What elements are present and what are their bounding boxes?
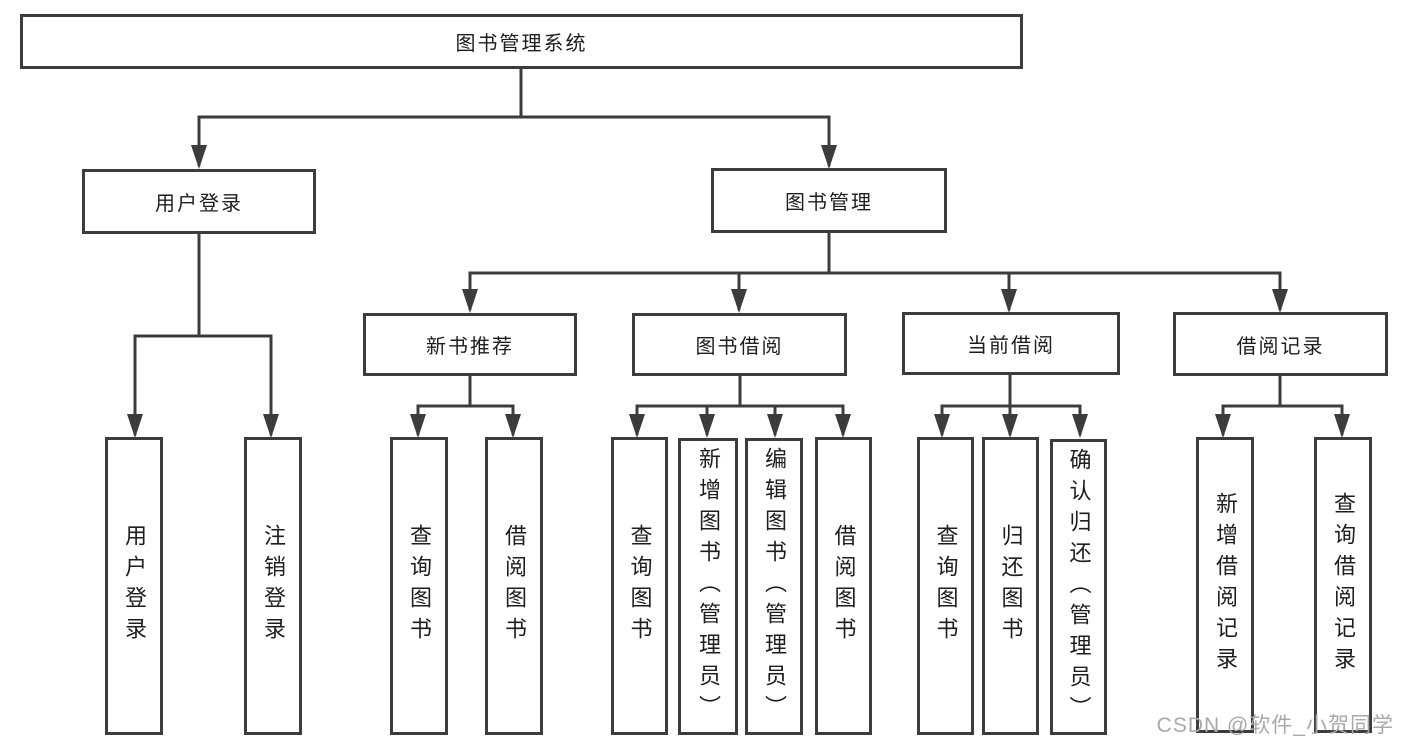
leaf-edit-books-admin: 编辑图书（管理员） (745, 438, 803, 735)
leaf-borrow-books-recommend: 借阅图书 (485, 437, 543, 735)
leaf-borrow-books-borrowing-label: 借阅图书 (831, 524, 857, 648)
leaf-logout-label: 注销登录 (261, 524, 286, 648)
leaf-add-books-admin: 新增图书（管理员） (678, 438, 738, 735)
leaf-confirm-return-admin: 确认归还（管理员） (1050, 439, 1107, 735)
node-user-login: 用户登录 (82, 169, 316, 234)
node-current-borrowing: 当前借阅 (902, 312, 1120, 375)
node-borrowing-records: 借阅记录 (1173, 312, 1388, 376)
leaf-add-borrow-record-label: 新增借阅记录 (1213, 492, 1238, 678)
csdn-watermark: CSDN @软件_小贺同学 (1156, 714, 1394, 737)
leaf-borrow-books-borrowing: 借阅图书 (815, 437, 872, 735)
leaf-query-books-current: 查询图书 (917, 437, 974, 735)
leaf-logout: 注销登录 (244, 437, 302, 735)
leaf-return-books: 归还图书 (982, 437, 1039, 735)
leaf-query-borrow-record-label: 查询借阅记录 (1331, 492, 1356, 678)
leaf-add-borrow-record: 新增借阅记录 (1196, 437, 1254, 733)
leaf-edit-books-admin-label: 编辑图书（管理员） (762, 447, 787, 726)
node-library-management-system: 图书管理系统 (20, 14, 1023, 69)
leaf-user-login: 用户登录 (105, 437, 163, 735)
leaf-confirm-return-admin-label: 确认归还（管理员） (1066, 447, 1092, 727)
leaf-query-borrow-record: 查询借阅记录 (1314, 437, 1372, 733)
node-book-management: 图书管理 (711, 168, 947, 233)
leaf-query-books-current-label: 查询图书 (933, 524, 959, 648)
leaf-add-books-admin-label: 新增图书（管理员） (696, 447, 721, 726)
leaf-user-login-label: 用户登录 (122, 524, 147, 648)
node-new-book-recommendation: 新书推荐 (363, 313, 577, 376)
node-book-borrowing: 图书借阅 (632, 313, 847, 376)
leaf-return-books-label: 归还图书 (998, 524, 1024, 648)
leaf-query-books-recommend-label: 查询图书 (407, 524, 432, 648)
leaf-query-books-borrowing-label: 查询图书 (627, 524, 653, 648)
leaf-query-books-borrowing: 查询图书 (611, 437, 668, 735)
leaf-query-books-recommend: 查询图书 (390, 437, 448, 735)
leaf-borrow-books-recommend-label: 借阅图书 (502, 524, 527, 648)
